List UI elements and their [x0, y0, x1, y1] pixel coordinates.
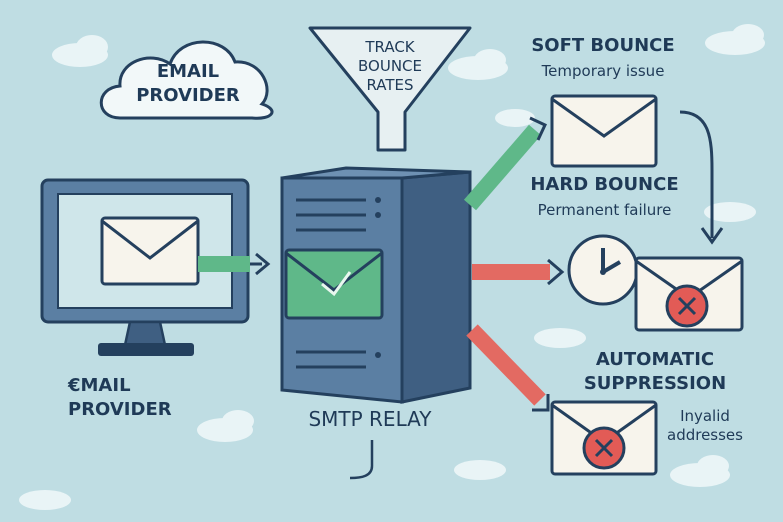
monitor-provider-label-line2: PROVIDER	[68, 399, 172, 420]
relay-connector	[349, 440, 374, 480]
funnel-label-line3: RATES	[366, 76, 414, 94]
hard-bounce-desc: Permanent failure	[537, 201, 672, 219]
monitor-provider-label-line1: €MAIL	[68, 375, 131, 396]
suppression-title-line1: AUTOMATIC	[595, 349, 715, 370]
arrow-soft-bounce	[463, 116, 547, 211]
soft-bounce-title: SOFT BOUNCE	[531, 35, 675, 56]
cloud-provider-label-line2: PROVIDER	[136, 85, 240, 106]
monitor-provider-label: €MAIL PROVIDER	[68, 374, 172, 422]
curved-arrow-icon	[679, 110, 724, 245]
suppression-title-line2: SUPPRESSION	[583, 373, 727, 394]
background-clouds	[19, 24, 765, 510]
funnel-label-line1: TRACK	[365, 38, 415, 56]
hard-bounce-error-icon	[665, 284, 709, 328]
invalid-addresses-line1: Inyalid	[680, 407, 730, 425]
arrow-to-relay	[198, 252, 271, 276]
soft-bounce-envelope-icon	[550, 94, 658, 168]
monitor-envelope-icon	[100, 216, 200, 286]
cloud-provider-label-line1: EMAIL	[156, 61, 220, 82]
smtp-relay-label: SMTP RELAY	[308, 407, 432, 431]
suppression-title: AUTOMATIC SUPPRESSION	[570, 348, 740, 396]
provider-cloud	[99, 40, 274, 120]
invalid-addresses-label: Inyalid addresses	[655, 407, 755, 445]
cloud-provider-label: EMAIL PROVIDER	[128, 60, 248, 108]
suppression-error-icon	[582, 426, 626, 470]
hard-bounce-title: HARD BOUNCE	[530, 174, 679, 195]
funnel-label-line2: BOUNCE	[358, 57, 422, 75]
soft-bounce-desc: Temporary issue	[541, 62, 665, 80]
invalid-addresses-line2: addresses	[667, 426, 743, 444]
arrow-suppression	[466, 324, 550, 412]
funnel-icon	[308, 26, 472, 152]
server-envelope-check-icon	[284, 248, 384, 320]
arrow-hard-bounce	[472, 258, 565, 286]
clock-icon	[567, 234, 639, 306]
funnel-label: TRACK BOUNCE RATES	[335, 38, 445, 95]
